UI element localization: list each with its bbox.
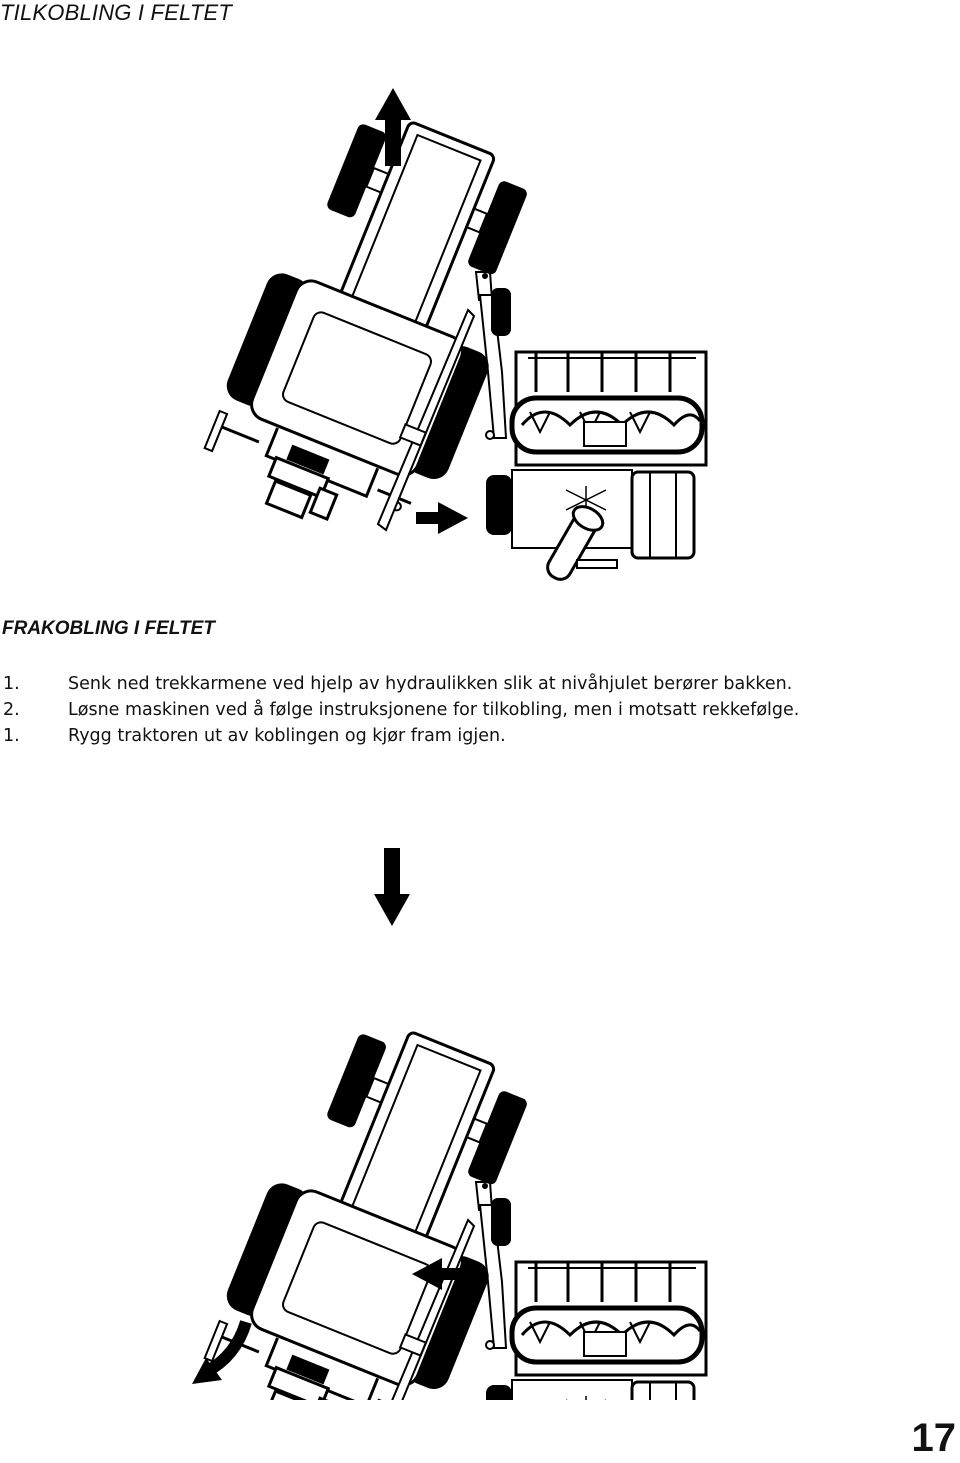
arrow-up-icon [375,88,411,166]
step-number: 2. [3,700,20,720]
step-text: Rygg traktoren ut av koblingen og kjør f… [68,726,506,746]
list-item: 1. Rygg traktoren ut av koblingen og kjør… [0,723,799,749]
page-header: TILKOBLING I FELTET [0,0,232,25]
step-number: 1. [3,674,20,694]
section-title: FRAKOBLING I FELTET [2,618,215,639]
arrow-down-icon [374,848,410,926]
page-number: 17 [911,1416,957,1460]
list-item: 1. Senk ned trekkarmene ved hjelp av hydr… [0,671,799,697]
unhitching-diagram [0,848,960,1400]
step-number: 1. [3,726,20,746]
hitching-diagram [0,88,960,600]
arrow-left-icon [412,1258,466,1290]
arrow-right-icon [416,502,468,534]
curved-arrow-icon [192,1320,252,1384]
list-item: 2. Løsne maskinen ved å følge instruksjon… [0,697,799,723]
instruction-list: 1. Senk ned trekkarmene ved hjelp av hydr… [0,671,799,749]
step-text: Senk ned trekkarmene ved hjelp av hydrau… [68,674,793,694]
step-text: Løsne maskinen ved å følge instruksjonen… [68,700,800,720]
